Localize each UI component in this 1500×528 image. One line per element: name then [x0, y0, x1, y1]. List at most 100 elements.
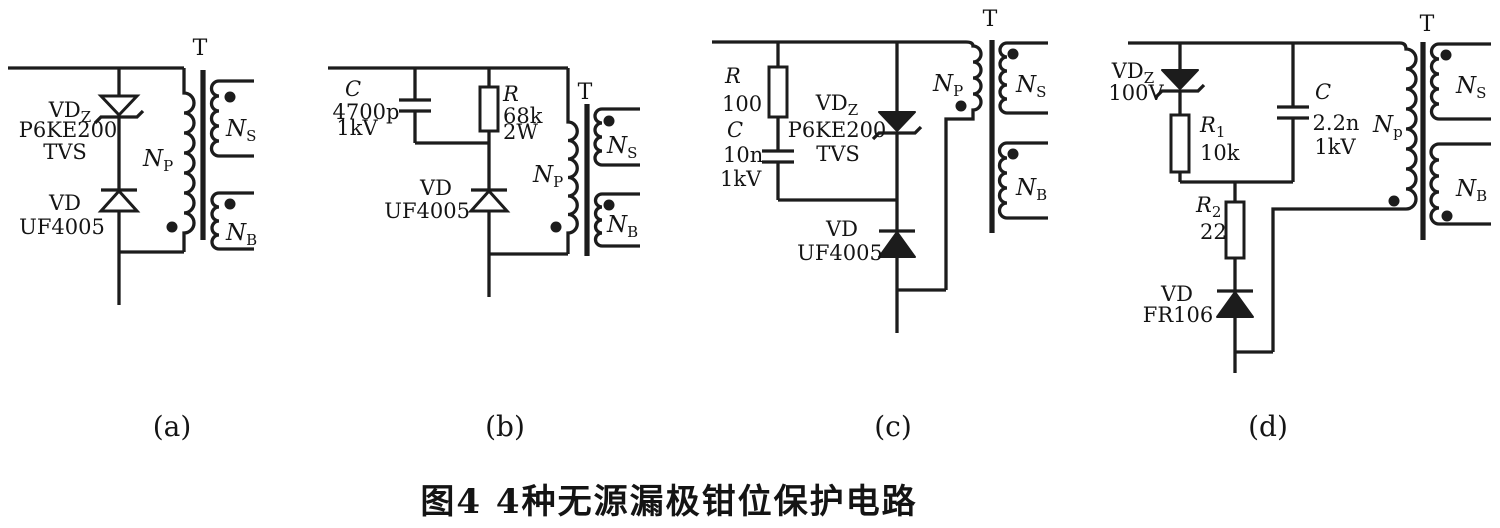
circuit-c-label: (c)	[874, 410, 912, 443]
circuit-b: C 4700p 1kV R 68k 2W VD UF4005 NP T NS N…	[328, 66, 640, 443]
diode-ref-label: VD	[48, 191, 81, 215]
resistor-ref-label: R	[724, 64, 741, 88]
np-polarity-dot	[1388, 195, 1400, 207]
ns-winding-label: NS	[225, 116, 256, 145]
capacitor-ref-label: C	[345, 77, 361, 101]
np-winding-label: Np	[1372, 112, 1403, 141]
rc-branch-wire	[776, 42, 897, 202]
capacitor-ref-label: C	[1315, 80, 1331, 104]
zener-ref-label: VDZ	[815, 91, 858, 119]
resistor-r1-symbol	[1169, 113, 1191, 174]
ns-polarity-dot	[224, 91, 236, 103]
zener-type-label: TVS	[43, 140, 87, 164]
capacitor-value-label: 10n	[723, 143, 763, 167]
transformer-label: T	[1420, 12, 1435, 37]
secondary-winding-ns	[209, 79, 254, 158]
resistor-symbol	[478, 85, 500, 133]
nb-polarity-dot	[603, 199, 615, 211]
resistor-value-label: 68k	[503, 104, 543, 128]
capacitor-rating-label: 1kV	[1314, 135, 1356, 159]
primary-winding-np	[566, 68, 579, 254]
secondary-winding-ns	[998, 41, 1048, 115]
resistor-symbol	[767, 65, 789, 119]
nb-winding-label: NB	[1455, 176, 1487, 205]
diode-model-label: FR106	[1143, 303, 1213, 327]
nb-winding-label: NB	[225, 220, 257, 249]
diode-symbol	[1216, 291, 1254, 318]
zener-model-label: P6KE200	[19, 118, 118, 142]
diode-model-label: UF4005	[797, 241, 883, 265]
zener-cathode-bar	[93, 109, 145, 125]
ns-polarity-dot	[1440, 49, 1452, 61]
np-winding-label: NP	[932, 71, 963, 100]
zener-cathode-bar	[871, 125, 923, 141]
nb-winding-label: NB	[606, 212, 638, 241]
zener-type-label: TVS	[816, 142, 860, 166]
capacitor-plates	[399, 98, 431, 113]
capacitor-ref-label: C	[727, 118, 743, 142]
np-winding-label: NP	[532, 162, 563, 191]
diode-ref-label: VD	[825, 217, 858, 241]
diode-symbol	[467, 188, 511, 213]
nb-polarity-dot	[1007, 148, 1019, 160]
resistor-r1-ref-label: R1	[1199, 113, 1225, 141]
capacitor-value-label: 2.2n	[1313, 111, 1360, 135]
secondary-winding-ns	[593, 107, 640, 167]
np-winding-label: NP	[142, 146, 173, 175]
diode-symbol	[878, 231, 916, 258]
bias-winding-nb	[997, 141, 1048, 220]
zener-model-label: P6KE200	[788, 118, 887, 142]
transformer-label: T	[193, 36, 208, 61]
capacitor-value-label: 4700p	[333, 100, 400, 124]
diode-model-label: UF4005	[19, 215, 105, 239]
circuit-b-label: (b)	[485, 410, 525, 443]
ns-polarity-dot	[603, 115, 615, 127]
ns-winding-label: NS	[606, 133, 637, 162]
circuit-d: VDZ 100V R1 10k C 2.2n 1kV R2 22 VD FR10…	[1108, 12, 1491, 443]
resistor-r1-value-label: 10k	[1200, 141, 1240, 165]
bias-winding-nb	[1429, 142, 1491, 226]
np-polarity-dot	[550, 221, 562, 233]
diode-model-label: UF4005	[384, 199, 470, 223]
resistor-value-label: 100	[722, 92, 762, 116]
primary-winding-np	[182, 68, 196, 252]
circuit-c: R 100 C 10n 1kV VDZ P6KE200 TVS VD UF400…	[712, 7, 1048, 443]
ns-winding-label: NS	[1455, 73, 1486, 102]
ns-polarity-dot	[1007, 48, 1019, 60]
transformer-label: T	[983, 7, 998, 32]
circuit-a: VDZ P6KE200 TVS VD UF4005 NP T NS NB (a)	[8, 36, 257, 443]
zener-ref-label: VDZ	[48, 98, 91, 126]
resistor-r2-value-label: 22	[1200, 220, 1227, 244]
ns-winding-label: NS	[1015, 72, 1046, 101]
resistor-power-label: 2W	[503, 120, 538, 144]
capacitor-rating-label: 1kV	[336, 116, 378, 140]
nb-winding-label: NB	[1015, 175, 1047, 204]
zener-diode-symbol	[97, 94, 141, 118]
resistor-r2-ref-label: R2	[1195, 193, 1221, 221]
transformer-label: T	[578, 80, 593, 105]
zener-diode-symbol	[1161, 69, 1199, 90]
capacitor-rating-label: 1kV	[720, 167, 762, 191]
diode-symbol	[97, 188, 141, 213]
resistor-ref-label: R	[502, 82, 519, 106]
diode-ref-label: VD	[1160, 282, 1193, 306]
zener-diode-symbol	[878, 111, 916, 132]
np-polarity-dot	[166, 221, 178, 233]
nb-polarity-dot	[224, 198, 236, 210]
resistor-r2-symbol	[1224, 200, 1246, 260]
zener-ref-label: VDZ	[1111, 59, 1154, 87]
zener-cathode-bar	[1154, 83, 1206, 99]
bias-winding-nb	[210, 191, 254, 251]
bias-winding-nb	[593, 192, 640, 248]
zener-value-label: 100V	[1108, 81, 1164, 105]
nb-polarity-dot	[1441, 210, 1453, 222]
figure-caption: 图4 4种无源漏极钳位保护电路	[420, 482, 917, 522]
input-rail-and-primary-wire	[712, 40, 983, 290]
diode-ref-label: VD	[419, 176, 452, 200]
np-polarity-dot	[955, 100, 967, 112]
circuit-d-label: (d)	[1248, 410, 1288, 443]
capacitor-plates	[762, 149, 794, 164]
input-rail-and-primary-wire	[1128, 41, 1418, 352]
